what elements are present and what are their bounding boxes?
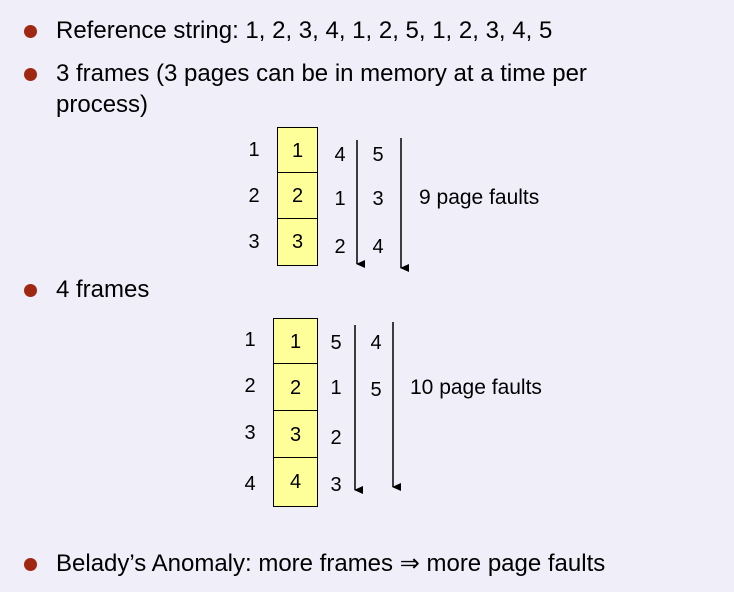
reference-string-text: Reference string: 1, 2, 3, 4, 1, 2, 5, 1… (56, 17, 553, 44)
row-label: 1 (248, 139, 260, 161)
replacement-value: 3 (330, 474, 342, 496)
replacement-value: 5 (372, 144, 384, 166)
frame-cell: 4 (273, 457, 318, 507)
replacement-value: 1 (330, 377, 342, 399)
replacement-value: 2 (330, 427, 342, 449)
bullet-dot (24, 68, 37, 81)
belady-anomaly-text: Belady’s Anomaly: more frames ⇒ more pag… (56, 550, 606, 577)
row-label: 2 (244, 375, 256, 397)
frame-cell: 3 (273, 410, 318, 459)
replacement-value: 1 (334, 188, 346, 210)
page-faults-label: 10 page faults (410, 376, 542, 399)
frame-cell: 2 (273, 363, 318, 412)
row-label: 3 (248, 231, 260, 253)
replacement-value: 3 (372, 188, 384, 210)
row-label: 3 (244, 422, 256, 444)
replacement-value: 5 (370, 379, 382, 401)
bullet-dot (24, 25, 37, 38)
row-label: 2 (248, 185, 260, 207)
replacement-value: 4 (372, 236, 384, 258)
replacement-value: 2 (334, 236, 346, 258)
frame-cell: 3 (277, 218, 318, 266)
four-frames-text: 4 frames (56, 276, 150, 303)
row-label: 1 (244, 329, 256, 351)
bullet-dot (24, 558, 37, 571)
row-label: 4 (244, 473, 256, 495)
three-frames-text-cont: process) (56, 91, 149, 118)
replacement-value: 4 (370, 332, 382, 354)
three-frames-text: 3 frames (3 pages can be in memory at a … (56, 60, 587, 87)
replacement-value: 4 (334, 144, 346, 166)
frame-cell: 1 (277, 127, 318, 174)
replacement-value: 5 (330, 332, 342, 354)
page-faults-label: 9 page faults (419, 186, 540, 209)
bullet-dot (24, 284, 37, 297)
